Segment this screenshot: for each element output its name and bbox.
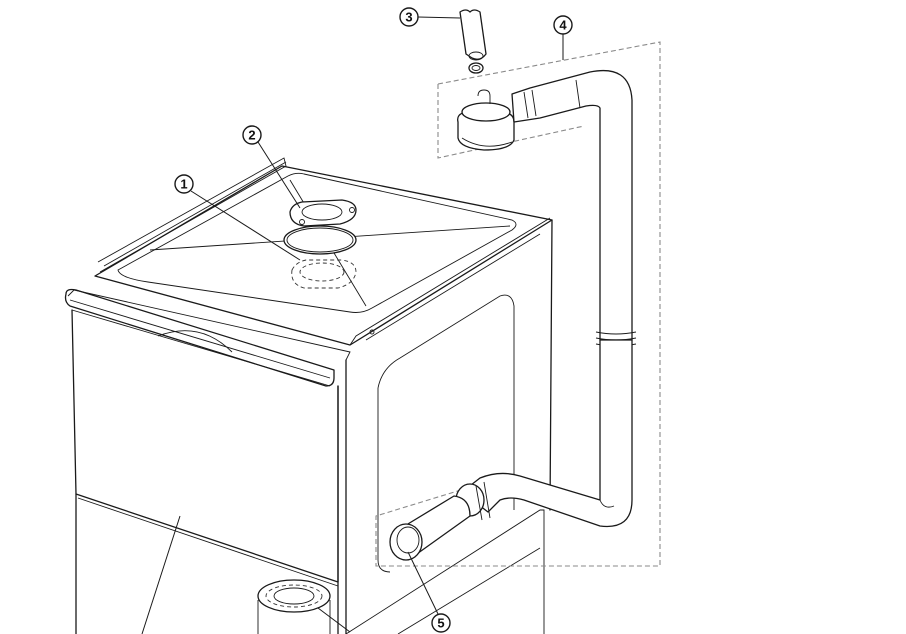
handle-under <box>71 309 331 387</box>
group-4-outline <box>375 41 661 567</box>
callout-5-label: 5 <box>437 616 444 631</box>
left-lip-inner <box>103 161 287 267</box>
callout-4-label: 4 <box>559 18 567 33</box>
kick-top <box>77 497 339 587</box>
callout-3-label: 3 <box>405 10 412 25</box>
door-leader <box>141 515 181 634</box>
vent-cap <box>457 89 515 151</box>
part-3-ring <box>468 62 484 74</box>
part-5-cylinder <box>389 495 471 561</box>
callout-4: 4 <box>553 15 573 60</box>
part-3-tube <box>459 9 487 61</box>
machine-body <box>64 157 553 634</box>
callout-1: 1 <box>174 174 301 261</box>
side-recess <box>377 294 515 510</box>
handle-line <box>69 299 331 379</box>
side-recess-left <box>377 388 391 573</box>
upper-pipe <box>511 69 637 347</box>
base-lines <box>345 509 545 634</box>
callout-1-label: 1 <box>180 177 187 192</box>
top-recess <box>117 172 517 313</box>
top-right-edge-2 <box>365 233 541 341</box>
side-back-edge <box>549 219 553 511</box>
callout-3: 3 <box>399 7 461 27</box>
lower-pipe <box>461 339 633 528</box>
handle-top <box>67 289 351 361</box>
part-2-flange <box>289 199 357 227</box>
bottom-filter-ring <box>257 579 351 634</box>
dashed-group-4 <box>375 41 661 567</box>
callout-5: 5 <box>407 551 451 633</box>
handle-grip <box>157 330 233 353</box>
group-4-top-box <box>437 84 585 159</box>
top-right-edge <box>349 217 551 346</box>
door-handle-bar <box>64 288 335 387</box>
callout-2: 2 <box>242 125 301 209</box>
callout-2-label: 2 <box>248 128 255 143</box>
left-lip <box>97 157 287 273</box>
top-panel <box>94 165 553 346</box>
part-1-dashed-flange <box>291 259 357 289</box>
part-2-gasket <box>283 225 357 255</box>
screw-hole <box>369 329 375 335</box>
base-line-2 <box>397 547 541 634</box>
